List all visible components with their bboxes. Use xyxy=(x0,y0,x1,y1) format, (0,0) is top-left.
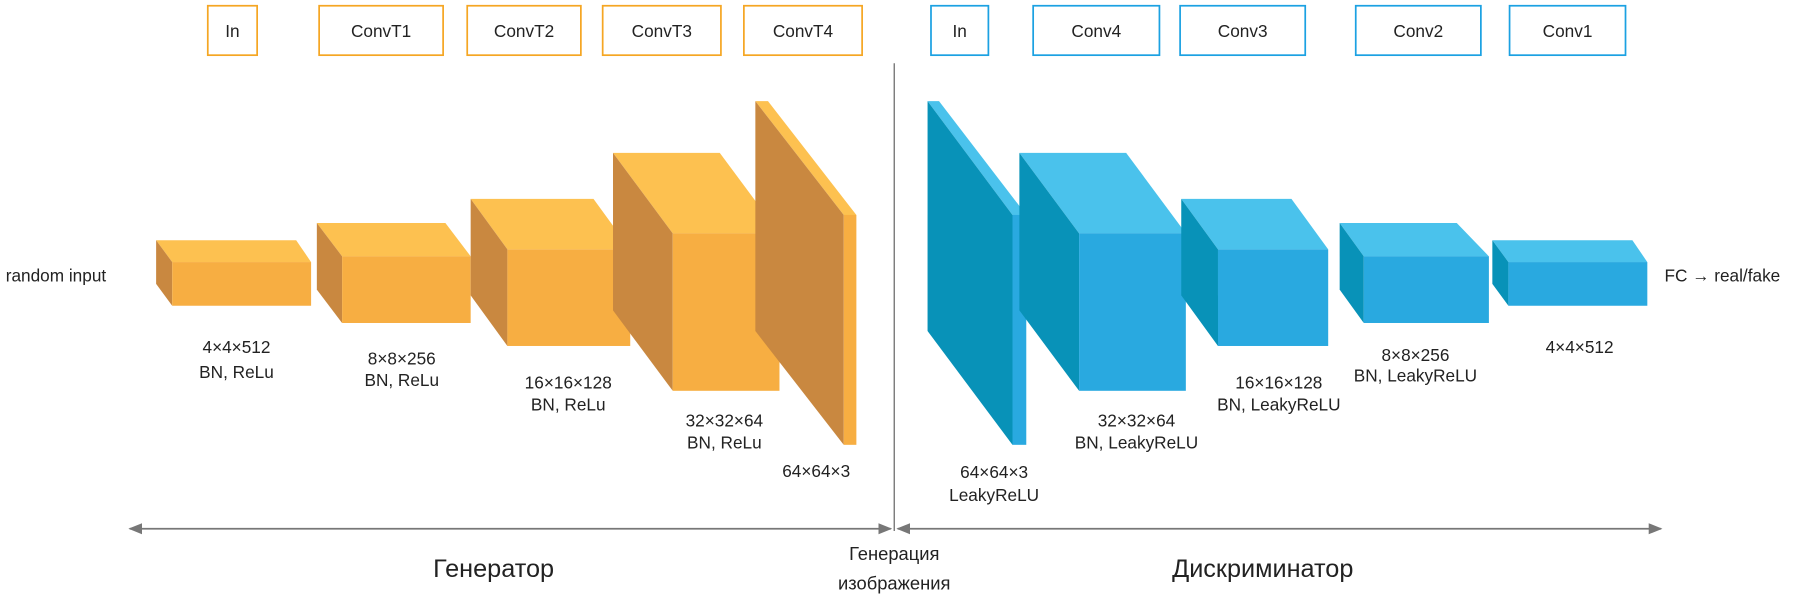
label-box xyxy=(1508,4,1627,57)
generator-block-4 xyxy=(613,152,780,391)
layer-dims: 4×4×512 xyxy=(203,337,271,357)
layer-dims: 32×32×64 xyxy=(1098,410,1176,430)
label-box xyxy=(930,4,990,57)
generator-block-3 xyxy=(470,198,631,346)
generator-title: Генератор xyxy=(433,555,554,583)
discriminator-block-2 xyxy=(1181,198,1329,346)
label-in: In xyxy=(953,21,967,41)
layer-dims: 4×4×512 xyxy=(1546,337,1614,357)
layer-dims: 16×16×128 xyxy=(525,372,612,392)
label-box xyxy=(318,4,444,57)
layer-activation: BN, ReLu xyxy=(199,362,274,382)
layer-activation: BN, LeakyReLU xyxy=(1217,394,1340,414)
layer-dims: 16×16×128 xyxy=(1235,372,1322,392)
label-convt4: ConvT4 xyxy=(773,21,834,41)
label-box xyxy=(1354,4,1482,57)
label-box xyxy=(743,4,863,57)
label-in: In xyxy=(225,21,239,41)
label-conv4: Conv4 xyxy=(1071,21,1121,41)
label-box xyxy=(1032,4,1161,57)
discriminator-title: Дискриминатор xyxy=(1172,555,1353,583)
generator-output-plate xyxy=(755,101,857,445)
label-conv2: Conv2 xyxy=(1393,21,1443,41)
layer-activation: BN, LeakyReLU xyxy=(1075,432,1198,452)
layer-activation: BN, ReLu xyxy=(531,394,606,414)
random-input-label: random input xyxy=(6,266,107,286)
layer-activation: LeakyReLU xyxy=(949,485,1039,505)
label-convt2: ConvT2 xyxy=(494,21,554,41)
layer-activation: BN, LeakyReLU xyxy=(1354,366,1477,386)
generator-top-labels: In ConvT1 ConvT2 ConvT3 ConvT4 xyxy=(206,4,863,57)
label-box xyxy=(206,4,259,57)
layer-dims: 32×32×64 xyxy=(686,410,764,430)
image-generation-label-line2: изображения xyxy=(838,573,950,594)
image-generation-label-line1: Генерация xyxy=(849,543,939,564)
discriminator-input-plate xyxy=(927,101,1027,445)
generator-block-1 xyxy=(156,240,312,306)
fc-output-label: FC → real/fake xyxy=(1665,266,1781,286)
label-convt1: ConvT1 xyxy=(351,21,411,41)
label-box xyxy=(1179,4,1307,57)
discriminator-block-3 xyxy=(1339,222,1489,323)
generator-block-2 xyxy=(316,222,471,323)
label-box xyxy=(601,4,722,57)
discriminator-block-1 xyxy=(1019,152,1186,391)
layer-activation: BN, ReLu xyxy=(364,370,439,390)
label-box xyxy=(466,4,582,57)
layer-dims: 64×64×3 xyxy=(782,461,850,481)
label-conv1: Conv1 xyxy=(1543,21,1593,41)
layer-activation: BN, ReLu xyxy=(687,432,762,452)
label-convt3: ConvT3 xyxy=(632,21,692,41)
layer-dims: 8×8×256 xyxy=(1381,345,1449,365)
layer-dims: 8×8×256 xyxy=(368,348,436,368)
layer-dims: 64×64×3 xyxy=(960,462,1028,482)
discriminator-top-labels: In Conv4 Conv3 Conv2 Conv1 xyxy=(930,4,1627,57)
label-conv3: Conv3 xyxy=(1218,21,1268,41)
discriminator-block-4 xyxy=(1492,240,1648,306)
